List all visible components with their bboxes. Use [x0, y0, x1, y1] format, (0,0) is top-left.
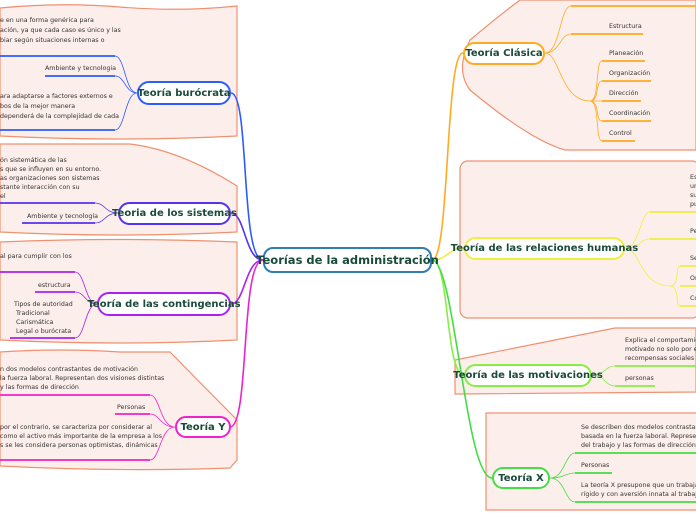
- relaciones-subtopic[interactable]: Co: [690, 295, 696, 302]
- burocrata-text: bos de la mejor manera: [0, 103, 76, 110]
- topic-teoria-sistemas[interactable]: Teoria de los sistemas: [112, 202, 237, 225]
- topic-teoria-clasica[interactable]: Teoría Clásica: [463, 42, 545, 65]
- relaciones-text: un: [690, 183, 696, 190]
- topic-teoria-y[interactable]: Teoría Y: [175, 416, 231, 438]
- contingencias-text: Legal o burócrata: [16, 328, 72, 335]
- relaciones-text: su: [690, 192, 696, 199]
- sistemas-text: ón sistemática de las: [0, 157, 67, 164]
- teoria-y-text: como el activo más importante de la empr…: [0, 433, 163, 440]
- relaciones-subtopic[interactable]: Or: [690, 275, 696, 282]
- burocrata-text: ara adaptarse a factores externos e: [0, 93, 113, 100]
- topic-teoria-x[interactable]: Teoría X: [492, 467, 550, 489]
- sistemas-text: el: [0, 193, 6, 200]
- teoria-y-text: y las formas de dirección: [0, 384, 79, 391]
- sistemas-text: s que se influyen en su entorno.: [0, 166, 102, 173]
- relaciones-text: Es: [690, 174, 696, 181]
- contingencias-text: Tipos de autoridad: [14, 301, 73, 308]
- teoria-x-text: basada en la fuerza laboral. Representan: [581, 433, 696, 440]
- teoria-x-text: del trabajo y las formas de dirección: [581, 442, 696, 449]
- clasica-subtopic[interactable]: Planeación: [609, 50, 644, 57]
- sistemas-text: as organizaciones son sistemas: [0, 175, 100, 182]
- burocrata-subtopic[interactable]: Ambiente y tecnologia: [45, 65, 116, 72]
- motivaciones-text: recompensas sociales y s: [625, 355, 696, 362]
- burocrata-text: dependerá de la complejidad de cada: [0, 113, 120, 120]
- teoria-x-text: La teoría X presupone que un trabajador: [581, 482, 696, 489]
- topic-teoria-motivaciones[interactable]: Teoría de las motivaciones: [453, 364, 603, 387]
- relaciones-subtopic[interactable]: Pe: [690, 228, 696, 235]
- teoria-y-text: n dos modelos contrastantes de motivació…: [0, 366, 139, 373]
- teoria-x-subtopic[interactable]: Personas: [581, 462, 610, 469]
- contingencias-text: al para cumplir con los: [0, 253, 72, 260]
- teoria-y-text: s se les considera personas optimistas, …: [0, 442, 158, 449]
- clasica-subtopic[interactable]: Control: [609, 130, 632, 137]
- teoria-y-text: por el contrario, se caracteriza por con…: [0, 424, 153, 431]
- topic-teoria-burocrata[interactable]: Teoría burócrata: [137, 81, 231, 105]
- burocrata-text: e en una forma genérica para: [0, 17, 94, 24]
- burocrata-text: biar según situaciones internas o: [0, 37, 105, 44]
- teoria-y-text: la fuerza laboral. Representan dos visio…: [0, 375, 165, 382]
- central-topic[interactable]: Teorías de la administración: [256, 247, 439, 273]
- topic-teoria-contingencias[interactable]: Teoría de las contingencias: [87, 292, 241, 316]
- motivaciones-text: Explica el comportamient: [625, 337, 696, 344]
- clasica-subtopic[interactable]: Coordinación: [609, 110, 651, 117]
- clasica-subtopic[interactable]: Estructura: [609, 23, 642, 30]
- relaciones-subtopic[interactable]: Se: [690, 255, 696, 262]
- clasica-subtopic[interactable]: Dirección: [609, 90, 639, 97]
- contingencias-text: Carismática: [16, 319, 54, 326]
- teoria-x-text: Se describen dos modelos contrastantes: [581, 424, 696, 431]
- teoria-x-text: rígido y con aversión innata al trabajo …: [581, 491, 696, 498]
- relaciones-text: pu: [690, 201, 696, 208]
- motivaciones-subtopic[interactable]: personas: [625, 375, 654, 382]
- topic-relaciones-humanas[interactable]: Teoría de las relaciones humanas: [451, 237, 638, 260]
- motivaciones-text: motivado no solo por esti: [625, 346, 696, 353]
- clasica-subtopic[interactable]: Organización: [609, 70, 651, 77]
- burocrata-text: ación, ya que cada caso es único y las: [0, 27, 121, 34]
- contingencias-subtopic[interactable]: estructura: [38, 282, 71, 289]
- sistemas-subtopic[interactable]: Ambiente y tecnología: [27, 213, 98, 220]
- teoria-y-subtopic[interactable]: Personas: [117, 404, 146, 411]
- contingencias-text: Tradicional: [16, 310, 50, 317]
- sistemas-text: stante interacción con su: [0, 184, 80, 191]
